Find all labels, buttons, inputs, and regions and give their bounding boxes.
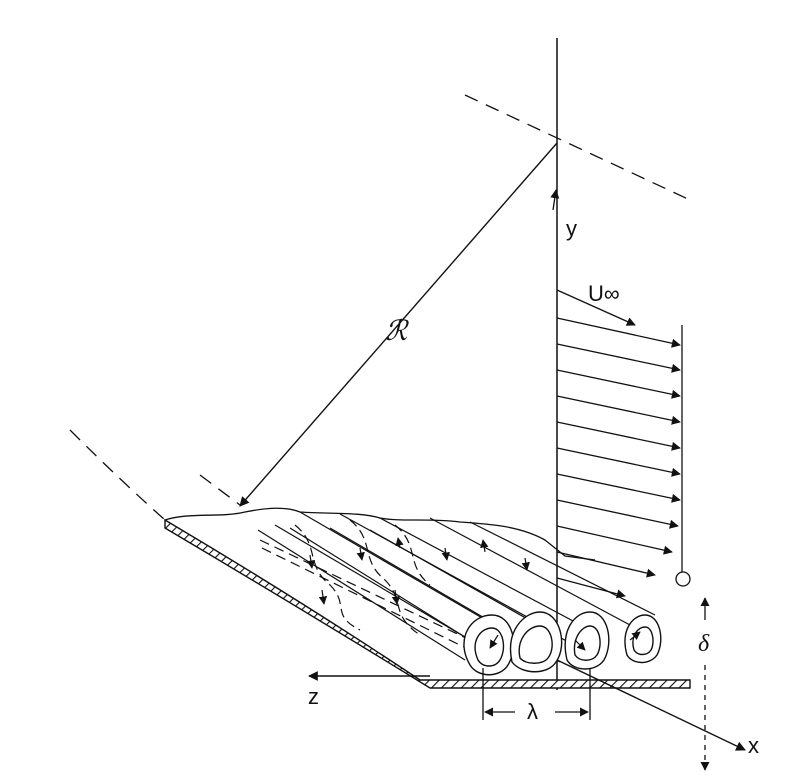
helical-streamline [294, 524, 361, 631]
wavelength-label: λ [527, 699, 538, 724]
vortex-roll-outline-lower [257, 527, 601, 663]
helical-streamline [261, 547, 471, 651]
y-axis-label: y [566, 216, 577, 241]
vortex-cross-section-inner [518, 625, 553, 664]
helical-streamline [259, 539, 471, 641]
curvature-tangent-line [464, 94, 691, 201]
cross-section-arrows [489, 631, 641, 651]
gortler-vortex-rolls [257, 511, 656, 663]
curved-wall-extension [69, 429, 166, 521]
boundary-layer-thickness-label: δ [698, 631, 710, 657]
vortex-cross-section-inner [474, 627, 505, 667]
x-axis [556, 659, 746, 751]
helical-streamline [394, 524, 431, 586]
curved-wall [164, 518, 691, 689]
vortex-sheet-surface [164, 507, 596, 561]
helical-streamline [349, 519, 421, 636]
y-axis-arrow [550, 189, 560, 211]
vortex-roll-outline [274, 511, 656, 641]
wavelength-dimension [482, 668, 591, 720]
freestream-velocity-label: U∞ [588, 281, 620, 306]
circulation-arrows [306, 537, 530, 605]
velocity-profile [556, 289, 683, 599]
boundary-layer-edge-marker [675, 571, 691, 587]
x-axis-label: x [748, 733, 759, 758]
curvature-center-lines [69, 94, 691, 521]
vortex-cross-section-inner [573, 625, 601, 661]
z-axis-label: z [308, 684, 319, 709]
radius-arrow [239, 142, 558, 507]
curved-wall-extension-2 [199, 474, 241, 506]
radius-of-curvature-label: ℛ [385, 316, 408, 347]
